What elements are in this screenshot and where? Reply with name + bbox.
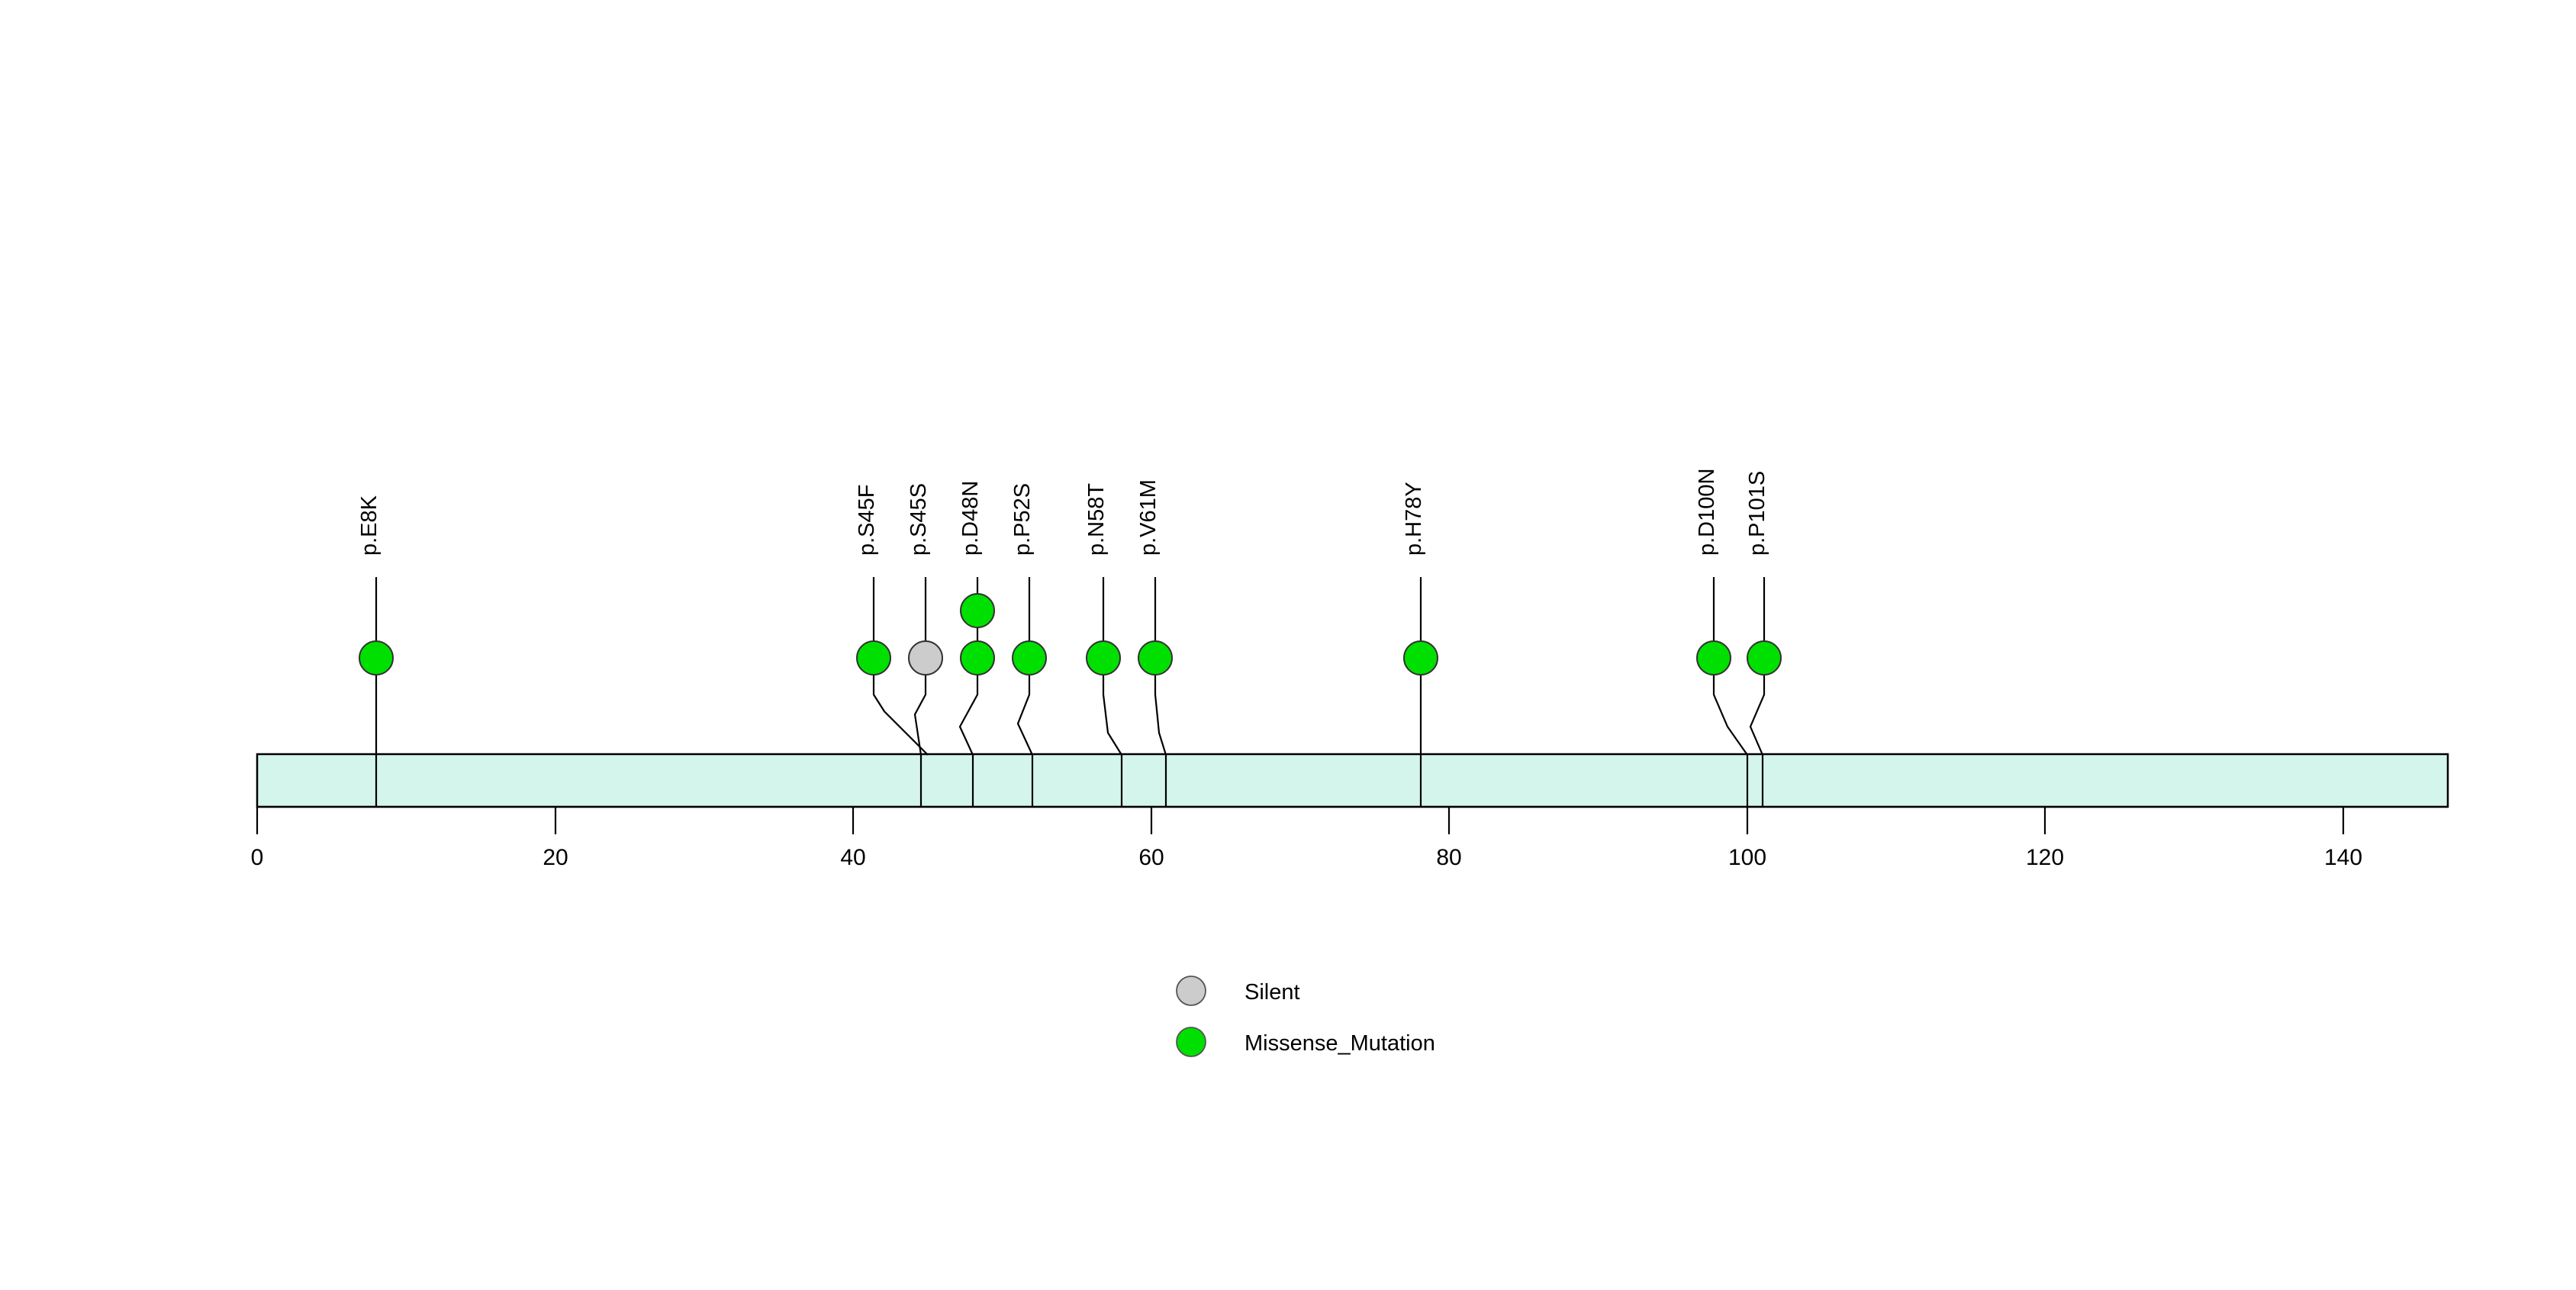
mutation-label-p-D48N: p.D48N (958, 481, 983, 556)
mutation-label-p-P52S: p.P52S (1010, 483, 1035, 556)
protein-domain-bar (256, 753, 2449, 808)
mutation-label-p-P101S: p.P101S (1745, 471, 1769, 556)
legend: Silent Missense_Mutation (1176, 976, 1435, 1057)
lollipop-head-p-H78Y[interactable] (1403, 640, 1438, 676)
axis-tick-label-120: 120 (2026, 845, 2064, 870)
lollipop-head-p-E8K[interactable] (359, 640, 394, 676)
mutation-label-p-S45S: p.S45S (906, 483, 931, 556)
lollipop-head-p-P52S[interactable] (1012, 640, 1047, 676)
lollipop-head-p-N58T[interactable] (1086, 640, 1121, 676)
legend-swatch-missense-icon (1176, 1027, 1206, 1057)
lollipop-head-p-S45F[interactable] (856, 640, 891, 676)
x-axis (256, 805, 2448, 834)
protein-backbone (256, 753, 2449, 808)
legend-item-missense[interactable]: Missense_Mutation (1176, 1027, 1435, 1057)
lollipop-head-p-D100N[interactable] (1696, 640, 1731, 676)
axis-tick-label-60: 60 (1138, 845, 1164, 870)
axis-tick-label-100: 100 (1728, 845, 1766, 870)
legend-label-missense: Missense_Mutation (1245, 1031, 1435, 1056)
axis-tick-label-140: 140 (2324, 845, 2362, 870)
axis-tick-label-80: 80 (1436, 845, 1461, 870)
mutation-label-p-S45F: p.S45F (855, 485, 879, 556)
axis-tick-label-0: 0 (251, 845, 264, 870)
mutation-labels: p.E8K p.S45F p.S45S p.D48N p.P52S p.N58T… (357, 469, 1769, 556)
lollipop-head-p-D48N-1[interactable] (960, 640, 995, 676)
axis-tick-label-20: 20 (543, 845, 568, 870)
mutation-label-p-N58T: p.N58T (1084, 483, 1109, 556)
legend-label-silent: Silent (1245, 980, 1300, 1005)
lollipop-head-p-V61M[interactable] (1138, 640, 1173, 676)
x-axis-tick-labels: 0 20 40 60 80 100 120 140 (251, 845, 2362, 870)
mutation-label-p-V61M: p.V61M (1136, 479, 1161, 556)
mutation-label-p-E8K: p.E8K (357, 495, 382, 556)
lollipop-head-p-P101S[interactable] (1747, 640, 1782, 676)
mutation-label-p-D100N: p.D100N (1695, 469, 1719, 556)
mutation-label-p-H78Y: p.H78Y (1402, 482, 1426, 556)
legend-swatch-silent-icon (1176, 976, 1206, 1006)
lollipop-head-p-S45S[interactable] (908, 640, 943, 676)
stem-p-S45F (872, 577, 929, 756)
lollipop-heads (359, 593, 1782, 676)
axis-tick-label-40: 40 (840, 845, 865, 870)
legend-item-silent[interactable]: Silent (1176, 976, 1300, 1006)
lollipop-head-p-D48N-2[interactable] (960, 593, 995, 628)
